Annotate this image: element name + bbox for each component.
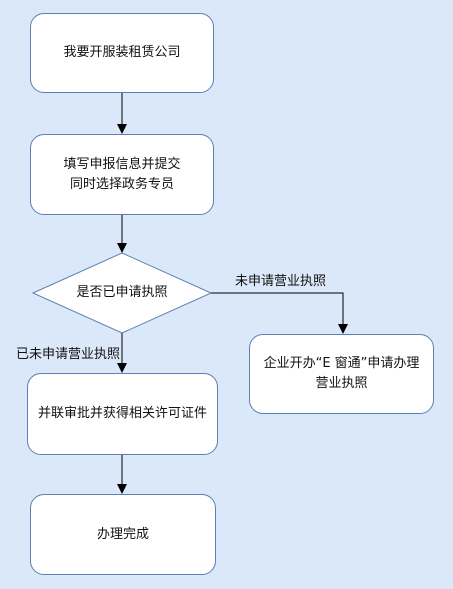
node-echuang: 企业开办“E 窗通”申请办理 营业执照 (249, 334, 434, 414)
edge-label-no: 未申请营业执照 (235, 274, 327, 289)
node-approval-label: 并联审批并获得相关许可证件 (37, 406, 207, 421)
node-fill-line1: 填写申报信息并提交 (63, 156, 181, 172)
edge-label-yes: 已未申请营业执照 (16, 347, 121, 362)
node-echuang-line2: 营业执照 (315, 376, 368, 391)
node-done: 办理完成 (30, 494, 216, 575)
node-fill-submit: 填写申报信息并提交 同时选择政务专员 (30, 134, 214, 215)
edge-decision-to-echuang (211, 292, 348, 334)
node-done-label: 办理完成 (96, 526, 149, 542)
node-approval: 并联审批并获得相关许可证件 (27, 373, 218, 455)
node-start: 我要开服装租赁公司 (30, 13, 214, 93)
decision-label: 是否已申请执照 (76, 285, 168, 300)
node-fill-line2: 同时选择政务专员 (69, 176, 174, 192)
node-start-label: 我要开服装租赁公司 (63, 45, 181, 60)
node-echuang-line1: 企业开办“E 窗通”申请办理 (263, 356, 420, 371)
